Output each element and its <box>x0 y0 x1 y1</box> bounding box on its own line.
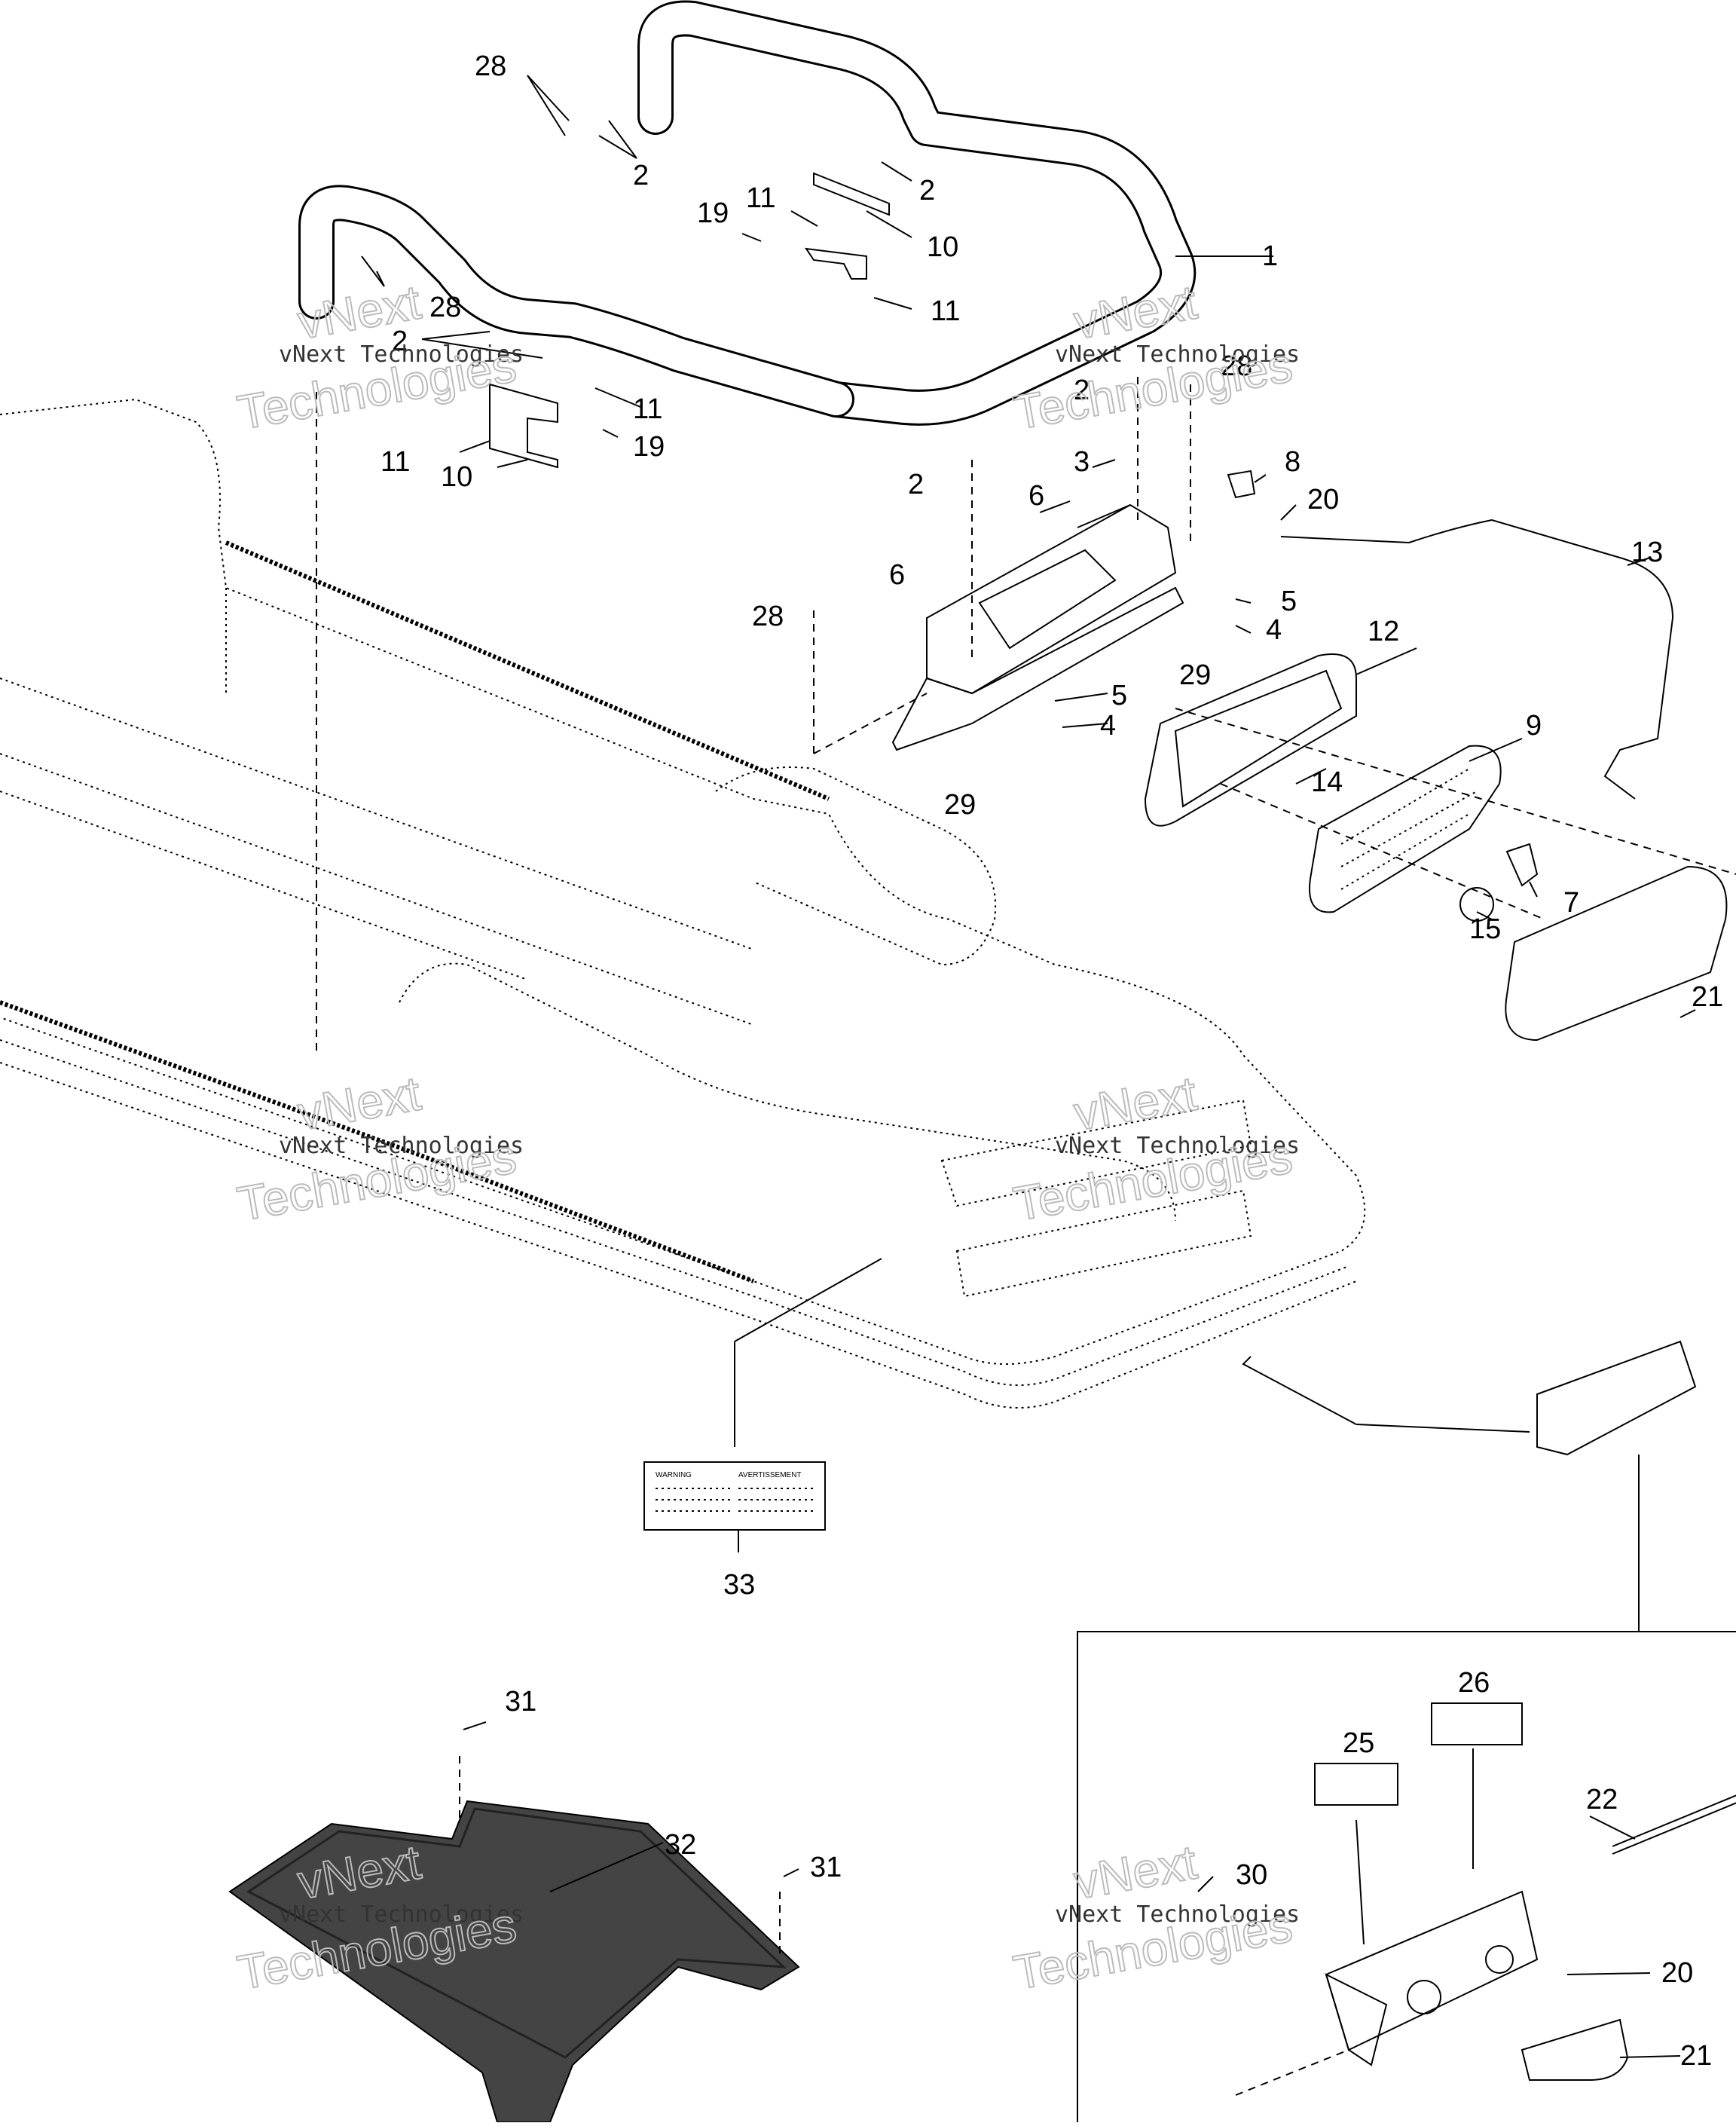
label-26 <box>1431 1702 1523 1745</box>
callout-14: 14 <box>1311 766 1343 798</box>
callout-28: 28 <box>475 50 506 82</box>
callout-28: 28 <box>752 601 784 632</box>
leader-lines <box>361 75 1696 2058</box>
svg-text:vNext: vNext <box>1070 1834 1201 1909</box>
tail-light-lens-2 <box>1505 865 1728 1042</box>
callout-11: 11 <box>633 393 662 425</box>
callout-4: 4 <box>1100 710 1116 742</box>
grab-handle-upper <box>298 0 1273 426</box>
callout-25: 25 <box>1343 1727 1374 1759</box>
wire-harness <box>1280 518 1674 800</box>
tail-light-lens <box>1309 745 1502 913</box>
svg-text:AVERTISSEMENT: AVERTISSEMENT <box>738 1471 802 1479</box>
callout-numbers: 28 2 2 11 19 10 1 11 28 2 11 19 11 10 28… <box>381 50 1723 2072</box>
callout-2: 2 <box>392 326 408 357</box>
inset-frame <box>1077 1631 1736 2122</box>
callout-7: 7 <box>1563 887 1579 919</box>
watermark-4: vNext vNext Technologies Technologies <box>1009 1065 1300 1231</box>
callout-2: 2 <box>1074 375 1090 406</box>
callout-22: 21 <box>1680 2040 1712 2072</box>
callout-2: 2 <box>919 175 935 206</box>
callout-32: 32 <box>665 1829 696 1861</box>
hitch-assembly <box>1325 1794 1736 2081</box>
svg-text:vNext: vNext <box>1070 1066 1201 1140</box>
callout-9: 9 <box>1526 710 1542 742</box>
callout-31: 31 <box>505 1686 536 1718</box>
callout-3: 3 <box>1074 446 1090 478</box>
svg-text:vNext Technologies: vNext Technologies <box>1055 1133 1300 1159</box>
callout-11: 11 <box>931 295 960 327</box>
callout-21: 20 <box>1661 1957 1693 1989</box>
callout-19: 21 <box>1692 981 1723 1013</box>
callout-30: 29 <box>944 789 976 821</box>
callout-30: 29 <box>1179 659 1211 691</box>
svg-text:vNext Technologies: vNext Technologies <box>1055 341 1300 368</box>
warning-label-33: WARNING AVERTISSEMENT <box>643 1461 826 1531</box>
socket <box>1505 843 1539 887</box>
svg-text:vNext: vNext <box>294 1066 425 1140</box>
svg-text:vNext Technologies: vNext Technologies <box>1055 1901 1300 1928</box>
svg-text:WARNING: WARNING <box>656 1471 692 1479</box>
callout-10: 10 <box>441 461 472 493</box>
callout-2: 2 <box>633 160 649 191</box>
callout-11: 11 <box>746 182 775 214</box>
callout-12: 12 <box>1368 616 1399 647</box>
callout-29: 30 <box>1236 1859 1267 1891</box>
svg-text:vNext Technologies: vNext Technologies <box>279 341 524 368</box>
callout-5: 5 <box>1281 586 1297 617</box>
callout-15: 15 <box>1469 913 1501 945</box>
snowmobile-body <box>0 398 1366 1409</box>
connector-8 <box>1227 470 1256 499</box>
callout-10: 10 <box>927 231 958 263</box>
callout-28: 28 <box>1221 350 1252 382</box>
tail-light-bezel <box>1144 653 1357 827</box>
callout-33: 33 <box>723 1569 755 1601</box>
callout-6: 6 <box>889 559 905 591</box>
tail-light-housing <box>891 503 1184 751</box>
callout-2: 2 <box>908 469 924 500</box>
callout-13: 13 <box>1631 537 1663 568</box>
bracket-lower <box>489 383 558 469</box>
callout-31: 31 <box>810 1852 842 1883</box>
callout-8: 8 <box>1285 446 1300 478</box>
callout-11: 11 <box>381 446 410 478</box>
callout-28: 28 <box>429 292 461 323</box>
callout-6: 6 <box>1028 480 1044 512</box>
bulb <box>1459 887 1494 922</box>
callout-26: 26 <box>1458 1667 1490 1699</box>
svg-text:vNext Technologies: vNext Technologies <box>279 1133 524 1159</box>
bracket-upper <box>804 172 890 280</box>
assembly-lines <box>316 377 1736 2096</box>
callout-1: 1 <box>1262 240 1278 272</box>
callout-18: 20 <box>1307 484 1339 515</box>
watermark-3: vNext vNext Technologies Technologies <box>233 1065 524 1231</box>
callout-20: 19 <box>697 197 729 229</box>
callout-23: 22 <box>1586 1784 1618 1816</box>
svg-text:vNext Technologies: vNext Technologies <box>279 1901 524 1928</box>
callout-5: 5 <box>1111 680 1127 711</box>
callout-20: 19 <box>633 431 665 463</box>
label-25 <box>1314 1763 1398 1806</box>
watermark-group: vNext vNext Technologies Technologies vN… <box>233 274 1300 2000</box>
callout-4: 4 <box>1266 614 1282 646</box>
hitch-small <box>1536 1340 1697 1456</box>
svg-text:vNext: vNext <box>1070 274 1201 349</box>
